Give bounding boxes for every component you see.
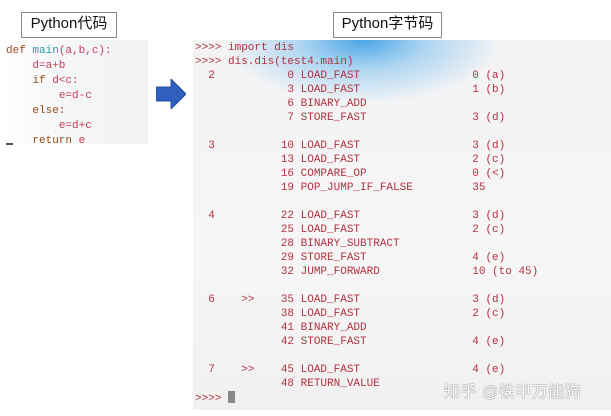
bytecode-instruction: 38 LOAD_FAST 2 (c) bbox=[195, 308, 506, 320]
bytecode-instruction: 3 10 LOAD_FAST 3 (d) bbox=[195, 140, 506, 152]
source-line: if d<c: bbox=[32, 75, 79, 87]
disassembly-output: >>>> import dis>>>> dis.dis(test4.main) … bbox=[195, 41, 538, 405]
zhihu-watermark: 知乎 @铁甲万能狗 bbox=[444, 384, 582, 401]
shell-command: >>>> dis.dis(test4.main) bbox=[195, 56, 354, 68]
bytecode-instruction: 19 POP_JUMP_IF_FALSE 35 bbox=[195, 182, 486, 194]
bytecode-instruction: 6 BINARY_ADD bbox=[195, 98, 367, 110]
bytecode-instruction: 28 BINARY_SUBTRACT bbox=[195, 238, 400, 250]
right-arrow-icon bbox=[156, 79, 186, 109]
bytecode-instruction: 4 22 LOAD_FAST 3 (d) bbox=[195, 210, 506, 222]
bytecode-instruction: 32 JUMP_FORWARD 10 (to 45) bbox=[195, 266, 539, 278]
terminal-cursor[interactable] bbox=[228, 391, 236, 403]
bytecode-instruction: 41 BINARY_ADD bbox=[195, 322, 367, 334]
source-line: return e bbox=[32, 135, 86, 147]
bytecode-instruction: 48 RETURN_VALUE bbox=[195, 378, 380, 390]
bytecode-instruction: 13 LOAD_FAST 2 (c) bbox=[195, 154, 506, 166]
bytecode-instruction: 2 0 LOAD_FAST 0 (a) bbox=[195, 70, 506, 82]
blank-line bbox=[195, 195, 538, 209]
source-line: e=d+c bbox=[58, 120, 92, 132]
source-code: def main(a,b,c): d=a+b if d<c: e=d-c els… bbox=[6, 44, 112, 149]
source-line: e=d-c bbox=[58, 90, 92, 102]
bytecode-instruction: 7 >> 45 LOAD_FAST 4 (e) bbox=[195, 364, 506, 376]
terminal-background-glow bbox=[233, 40, 493, 100]
blank-line bbox=[195, 279, 538, 293]
bytecode-instruction: 42 STORE_FAST 4 (e) bbox=[195, 336, 506, 348]
bytecode-instruction: 6 >> 35 LOAD_FAST 3 (d) bbox=[195, 294, 506, 306]
python-bytecode-label: Python字节码 bbox=[333, 12, 442, 38]
python-code-label: Python代码 bbox=[21, 12, 117, 38]
bytecode-instruction: 3 LOAD_FAST 1 (b) bbox=[195, 84, 506, 96]
bytecode-instruction: 29 STORE_FAST 4 (e) bbox=[195, 252, 506, 264]
source-line: else: bbox=[32, 105, 66, 117]
python-shell-terminal[interactable]: >>>> import dis>>>> dis.dis(test4.main) … bbox=[193, 40, 611, 410]
blank-line bbox=[195, 125, 538, 139]
bytecode-instruction: 7 STORE_FAST 3 (d) bbox=[195, 112, 506, 124]
source-line: d=a+b bbox=[32, 60, 66, 72]
editor-cursor bbox=[6, 143, 13, 145]
shell-prompt: >>>> bbox=[195, 391, 538, 405]
bytecode-instruction: 16 COMPARE_OP 0 (<) bbox=[195, 168, 506, 180]
source-code-panel bbox=[0, 40, 148, 144]
bytecode-instruction: 25 LOAD_FAST 2 (c) bbox=[195, 224, 506, 236]
blank-line bbox=[195, 349, 538, 363]
shell-command: >>>> import dis bbox=[195, 42, 295, 54]
source-line: def main(a,b,c): bbox=[6, 45, 112, 57]
